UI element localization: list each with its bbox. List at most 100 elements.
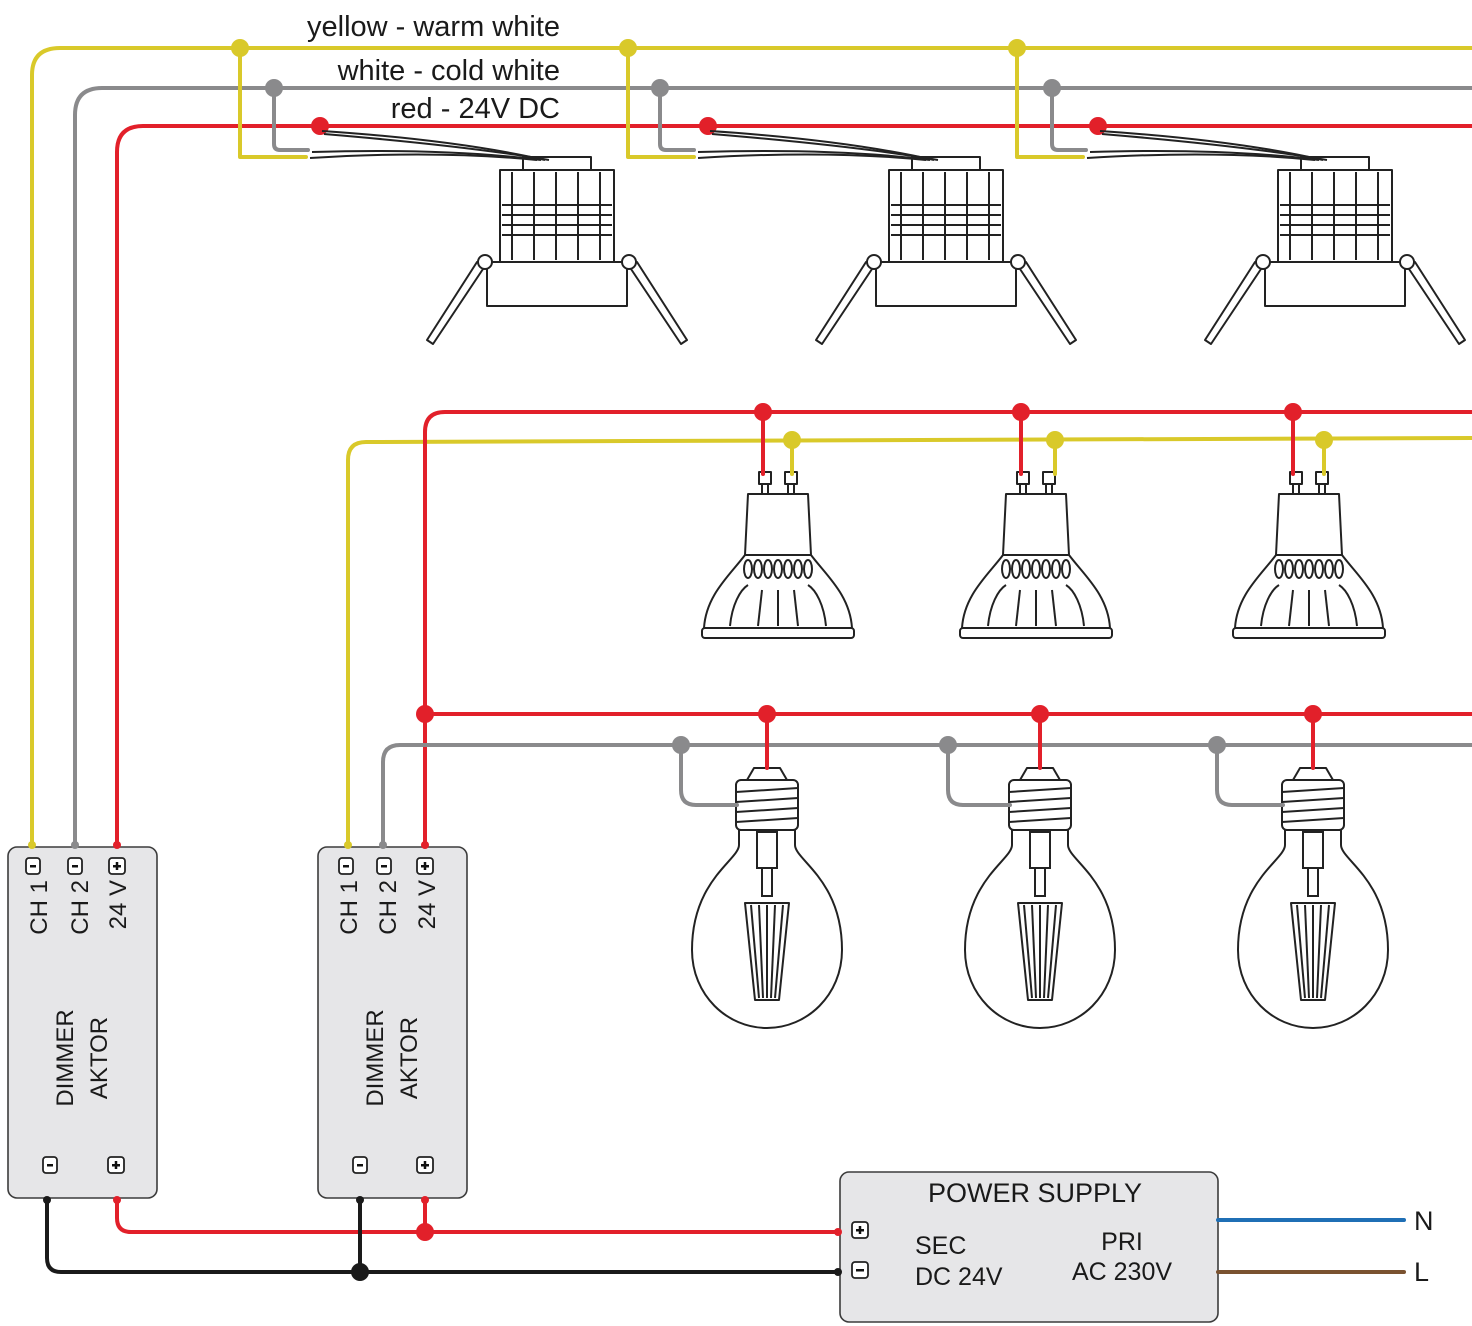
legend-white-label: white - cold white	[337, 55, 560, 87]
psu-pri-voltage: AC 230V	[1072, 1258, 1172, 1286]
downlight-icon	[1204, 156, 1466, 345]
gu10-row	[701, 471, 1386, 639]
junction-dot	[416, 705, 434, 723]
white-drop-wire	[1050, 86, 1088, 152]
junction-dot	[1284, 403, 1302, 421]
lead-wire	[1086, 153, 1316, 161]
junction-dot	[1043, 79, 1061, 97]
terminal-dot	[834, 1268, 842, 1276]
yellow-wire	[346, 436, 1472, 844]
junction-dot	[672, 736, 690, 754]
e27-bulb-icon	[1237, 767, 1389, 1029]
terminal-dot	[834, 1228, 842, 1236]
white-wire	[381, 743, 1472, 844]
junction-dot	[758, 705, 776, 723]
junction-dot	[1089, 117, 1107, 135]
downlight-icon	[426, 156, 688, 345]
psu-pri-label: PRI	[1101, 1228, 1143, 1256]
terminal-dot	[43, 1196, 51, 1204]
junction-dot	[1046, 431, 1064, 449]
white-drop-wire	[1215, 743, 1285, 807]
plus-terminal-icon	[107, 1156, 125, 1174]
minus-terminal-icon	[25, 857, 41, 875]
dimmer-1-ch2-label: CH 2	[67, 880, 94, 935]
minus-terminal-icon	[42, 1156, 58, 1174]
red-wire	[423, 410, 1472, 844]
lead-wire	[323, 133, 550, 161]
lead-wire	[309, 153, 538, 161]
terminal-dot	[379, 841, 387, 849]
yellow-drop-wire	[626, 46, 696, 159]
gu10-spot-icon	[959, 471, 1113, 639]
plus-terminal-icon	[108, 857, 126, 875]
lead-wire	[697, 150, 931, 161]
black-supply-wire	[45, 1198, 840, 1274]
junction-dot	[619, 39, 637, 57]
legend-red-label: red - 24V DC	[391, 93, 560, 125]
e27-bulb-icon	[964, 767, 1116, 1029]
yellow-drop-wire	[1015, 46, 1085, 159]
gu10-spot-icon	[1232, 471, 1386, 639]
red-supply-wire	[115, 1198, 840, 1234]
dimmer-2-ch1-label: CH 1	[336, 880, 363, 935]
dimmer-aktor-1: CH 1 CH 2 24 V DIMMER AKTOR	[7, 846, 158, 1199]
lead-wire	[697, 153, 927, 161]
junction-dot	[351, 1263, 369, 1281]
mains-l-label: L	[1414, 1257, 1429, 1287]
legend-yellow-label: yellow - warm white	[307, 11, 560, 43]
junction-dot	[311, 117, 329, 135]
junction-dot	[939, 736, 957, 754]
terminal-dot	[113, 841, 121, 849]
dimmer-aktor-2: CH 1 CH 2 24 V DIMMER AKTOR	[317, 846, 468, 1199]
power-supply-title: POWER SUPPLY	[928, 1178, 1142, 1208]
white-wire	[73, 86, 1472, 844]
red-wire	[115, 124, 1472, 844]
yellow-drop-wire	[238, 46, 308, 159]
minus-terminal-icon	[376, 857, 392, 875]
psu-sec-label: SEC	[915, 1232, 966, 1260]
junction-dot	[1208, 736, 1226, 754]
terminal-dot	[71, 841, 79, 849]
lead-wire	[311, 150, 542, 161]
terminal-dot	[113, 1196, 121, 1204]
lead-wire	[1089, 150, 1320, 161]
junction-dot	[699, 117, 717, 135]
dimmer-1-ch1-label: CH 1	[26, 880, 53, 935]
lead-wire	[1101, 133, 1328, 161]
dimmer-2-name-line2: AKTOR	[396, 1017, 423, 1099]
downlight-row	[426, 156, 1466, 345]
dimmer-1-24v-label: 24 V	[105, 880, 132, 929]
junction-dot	[231, 39, 249, 57]
wiring	[28, 39, 1472, 1281]
junction-dot	[1012, 403, 1030, 421]
e27-row	[691, 767, 1389, 1029]
junction-dot	[1008, 39, 1026, 57]
terminal-dot	[356, 1196, 364, 1204]
junction-dot	[1315, 431, 1333, 449]
downlight-icon	[815, 156, 1077, 345]
minus-terminal-icon	[67, 857, 83, 875]
white-drop-wire	[272, 86, 310, 152]
terminal-dot	[421, 1196, 429, 1204]
psu-sec-voltage: DC 24V	[915, 1263, 1003, 1291]
dimmer-2-24v-label: 24 V	[414, 880, 441, 929]
mains-n-label: N	[1414, 1206, 1434, 1236]
plus-terminal-icon	[851, 1221, 869, 1239]
junction-dot	[754, 403, 772, 421]
junction-dot	[265, 79, 283, 97]
junction-dot	[783, 431, 801, 449]
yellow-wire	[30, 46, 1472, 844]
dimmer-1-name-line1: DIMMER	[52, 1009, 79, 1106]
e27-bulb-icon	[691, 767, 843, 1029]
plus-terminal-icon	[416, 1156, 434, 1174]
white-drop-wire	[946, 743, 1012, 807]
minus-terminal-icon	[851, 1261, 869, 1279]
dimmer-1-name-line2: AKTOR	[86, 1017, 113, 1099]
junction-dot	[416, 1223, 434, 1241]
dimmer-2-ch2-label: CH 2	[375, 880, 402, 935]
junction-dot	[1031, 705, 1049, 723]
dimmer-2-name-line1: DIMMER	[362, 1009, 389, 1106]
power-supply: POWER SUPPLY SEC DC 24V PRI AC 230V N L	[839, 1171, 1434, 1323]
terminal-dot	[28, 841, 36, 849]
